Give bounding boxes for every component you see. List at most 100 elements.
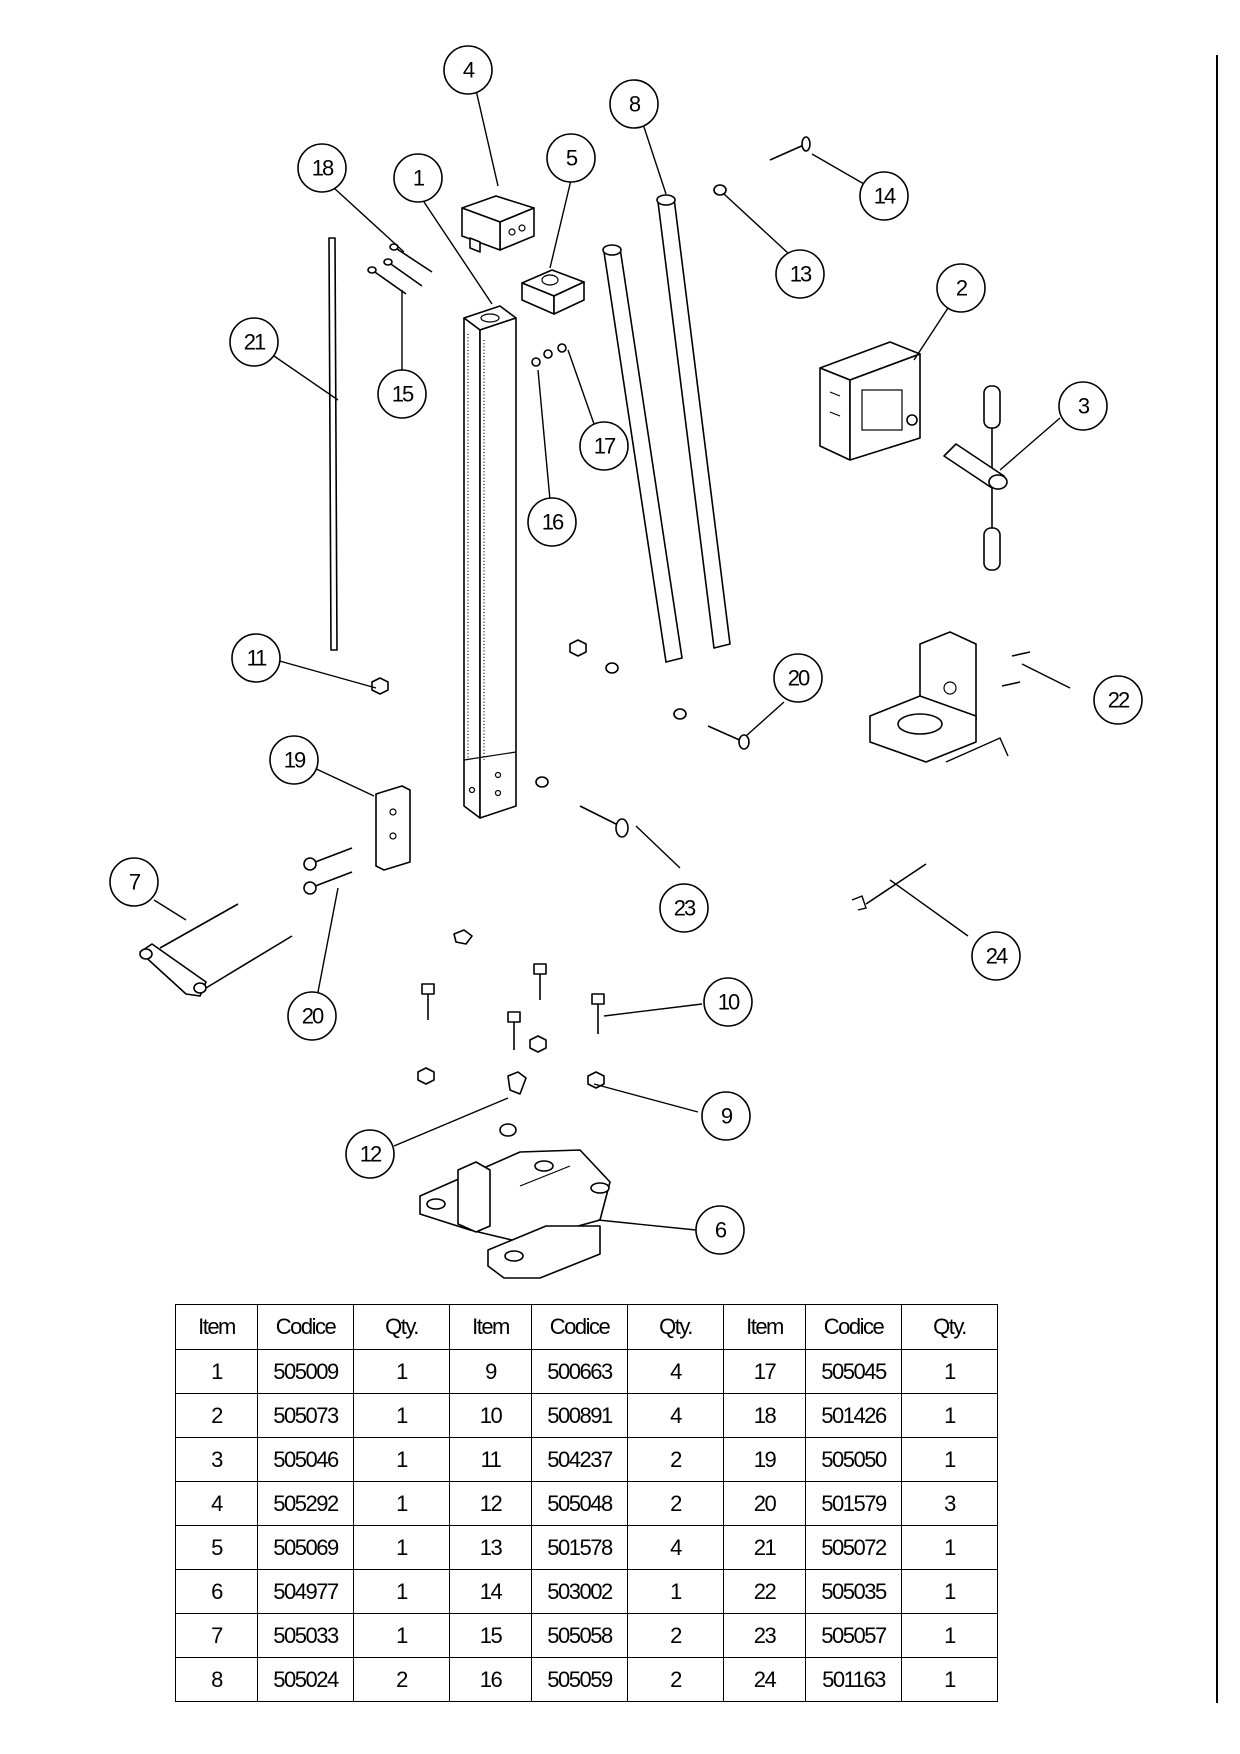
svg-text:7: 7 — [129, 870, 141, 895]
table-cell: 2 — [353, 1657, 450, 1702]
column-header: Codice — [531, 1304, 628, 1350]
callout-19: 19 — [269, 735, 319, 785]
svg-text:14: 14 — [874, 184, 896, 209]
table-cell: 1 — [175, 1349, 258, 1394]
table-cell: 1 — [901, 1569, 998, 1614]
callout-23: 23 — [659, 883, 709, 933]
part-small-clamps — [453, 929, 527, 1095]
callout-7: 7 — [109, 857, 159, 907]
table-cell: 1 — [353, 1481, 450, 1526]
svg-text:11: 11 — [247, 646, 268, 671]
table-cell: 7 — [175, 1613, 258, 1658]
table-cell: 505059 — [531, 1657, 628, 1702]
table-cell: 501578 — [531, 1525, 628, 1570]
svg-text:23: 23 — [674, 896, 696, 921]
table-cell: 15 — [449, 1613, 532, 1658]
svg-text:15: 15 — [392, 382, 414, 407]
table-cell: 1 — [353, 1349, 450, 1394]
table-header-row: Item Codice Qty. Item Codice Qty. Item C… — [175, 1304, 998, 1350]
column-header: Qty. — [901, 1304, 998, 1350]
svg-text:5: 5 — [566, 146, 578, 171]
table-cell: 8 — [175, 1657, 258, 1702]
column-header: Qty. — [627, 1304, 724, 1350]
callout-8: 8 — [609, 79, 659, 129]
table-cell: 505046 — [257, 1437, 354, 1482]
svg-text:2: 2 — [956, 276, 968, 301]
table-cell: 9 — [449, 1349, 532, 1394]
part-small-screws — [531, 343, 567, 367]
part-washer-pin — [713, 136, 811, 196]
svg-text:21: 21 — [244, 330, 266, 355]
table-cell: 505009 — [257, 1349, 354, 1394]
callout-18: 18 — [297, 143, 347, 193]
callout-12: 12 — [345, 1129, 395, 1179]
svg-text:17: 17 — [594, 434, 616, 459]
table-cell: 1 — [353, 1393, 450, 1438]
table-cell: 1 — [901, 1349, 998, 1394]
table-cell: 505073 — [257, 1393, 354, 1438]
table-cell: 24 — [723, 1657, 806, 1702]
table-cell: 1 — [353, 1569, 450, 1614]
table-cell: 505045 — [805, 1349, 902, 1394]
callout-10: 10 — [703, 977, 753, 1027]
column-header: Item — [175, 1304, 258, 1350]
table-cell: 505035 — [805, 1569, 902, 1614]
svg-text:1: 1 — [413, 166, 425, 191]
table-cell: 4 — [627, 1525, 724, 1570]
table-cell: 19 — [723, 1437, 806, 1482]
svg-text:20: 20 — [788, 666, 810, 691]
table-cell: 505033 — [257, 1613, 354, 1658]
table-cell: 22 — [723, 1569, 806, 1614]
svg-text:12: 12 — [360, 1142, 382, 1167]
column-header: Item — [449, 1304, 532, 1350]
table-cell: 16 — [449, 1657, 532, 1702]
table-cell: 2 — [627, 1437, 724, 1482]
table-cell: 1 — [901, 1613, 998, 1658]
callout-24: 24 — [971, 931, 1021, 981]
right-margin-rule — [1216, 55, 1218, 1703]
table-cell: 2 — [627, 1657, 724, 1702]
table-cell: 11 — [449, 1437, 532, 1482]
svg-text:10: 10 — [718, 990, 740, 1015]
table-cell: 505048 — [531, 1481, 628, 1526]
table-cell: 23 — [723, 1613, 806, 1658]
table-cell: 505292 — [257, 1481, 354, 1526]
svg-text:9: 9 — [721, 1104, 733, 1129]
column-header: Codice — [805, 1304, 902, 1350]
svg-text:19: 19 — [284, 748, 306, 773]
column-header: Item — [723, 1304, 806, 1350]
table-cell: 2 — [627, 1481, 724, 1526]
table-cell: 21 — [723, 1525, 806, 1570]
part-carriage — [819, 341, 921, 461]
callout-11: 11 — [231, 633, 281, 683]
table-cell: 4 — [627, 1393, 724, 1438]
table-cell: 505058 — [531, 1613, 628, 1658]
table-cell: 500891 — [531, 1393, 628, 1438]
part-guide-bars — [602, 194, 731, 663]
part-wrench — [851, 863, 927, 911]
table-cell: 503002 — [531, 1569, 628, 1614]
svg-text:6: 6 — [715, 1218, 727, 1243]
table-cell: 1 — [901, 1393, 998, 1438]
table-cell: 501426 — [805, 1393, 902, 1438]
callout-3: 3 — [1058, 381, 1108, 431]
part-block-5 — [521, 269, 585, 315]
table-cell: 504977 — [257, 1569, 354, 1614]
table-cell: 1 — [353, 1525, 450, 1570]
part-base — [419, 1149, 611, 1279]
callout-22: 22 — [1093, 675, 1143, 725]
table-cell: 4 — [627, 1349, 724, 1394]
part-foot — [139, 903, 293, 997]
part-bolts-lower — [303, 847, 353, 895]
table-cell: 12 — [449, 1481, 532, 1526]
table-cell: 505024 — [257, 1657, 354, 1702]
part-clamp — [869, 631, 1031, 763]
callout-4: 4 — [443, 45, 493, 95]
part-plate — [375, 785, 411, 871]
